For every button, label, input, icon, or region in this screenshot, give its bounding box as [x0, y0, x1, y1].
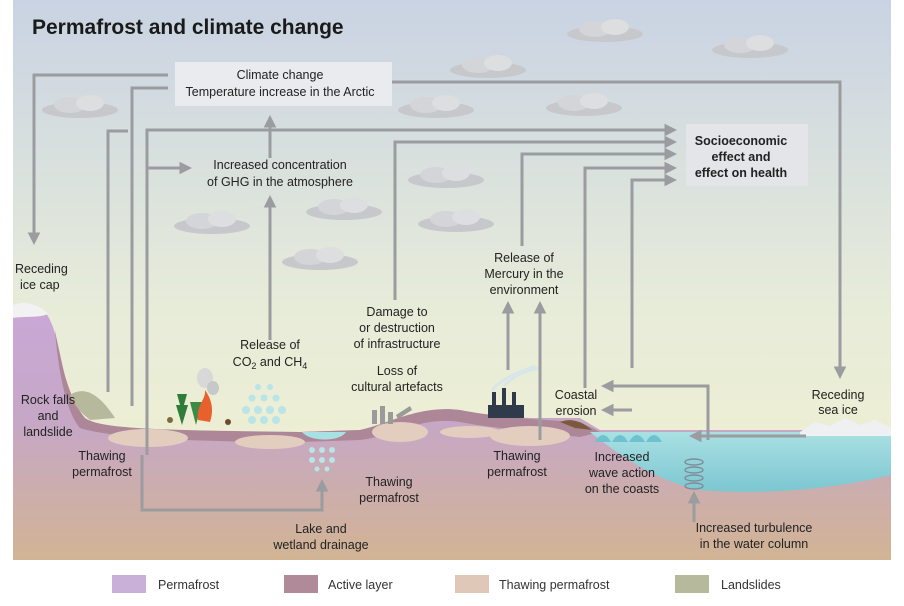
release-co2-label-1: Release of: [240, 338, 300, 352]
turbulence-icon: [684, 458, 704, 490]
rock-falls-label-3: landslide: [23, 425, 72, 439]
climate-change-label: Climate change: [237, 68, 324, 82]
rock-falls-label-1: Rock falls: [21, 393, 75, 407]
socio-label-3: effect on health: [695, 166, 787, 180]
legend-swatch-permafrost: [112, 575, 146, 593]
ghg-label-1: Increased concentration: [213, 158, 346, 172]
factory-icon: [488, 364, 541, 418]
lake-label-1: Lake and: [295, 522, 346, 536]
damage-label-1: Damage to: [366, 305, 427, 319]
sea-ice: [800, 418, 891, 436]
wave-label-1: Increased: [595, 450, 650, 464]
and-ch-text: and CH: [256, 355, 302, 369]
damage-label-3: of infrastructure: [354, 337, 441, 351]
receding-sea-label-1: Receding: [812, 388, 865, 402]
damage-label-2: or destruction: [359, 321, 435, 335]
thawing-mid-label-1: Thawing: [365, 475, 412, 489]
legend: Permafrost Active layer Thawing permafro…: [112, 575, 781, 593]
socio-label-1: Socioeconomic: [695, 134, 787, 148]
waves-icon: [595, 435, 662, 442]
wave-label-3: on the coasts: [585, 482, 659, 496]
forest-fire-icon: [167, 368, 231, 425]
lake-label-2: wetland drainage: [272, 538, 368, 552]
thawing-left-label-1: Thawing: [78, 449, 125, 463]
mercury-label-1: Release of: [494, 251, 554, 265]
coastal-erosion-icon: [560, 420, 592, 430]
legend-label-thawing-permafrost: Thawing permafrost: [499, 578, 610, 592]
ch4-subscript: 4: [302, 361, 307, 371]
legend-label-landslides: Landslides: [721, 578, 781, 592]
ghg-label-2: of GHG in the atmosphere: [207, 175, 353, 189]
gas-bubbles-icon: [242, 384, 286, 424]
legend-label-active-layer: Active layer: [328, 578, 393, 592]
thawing-right-label-1: Thawing: [493, 449, 540, 463]
turbulence-label-1: Increased turbulence: [696, 521, 813, 535]
ruins-icon: [372, 406, 412, 424]
release-co2-label-2: CO2 and CH4: [233, 355, 308, 371]
legend-swatch-landslides: [675, 575, 709, 593]
loss-label-1: Loss of: [377, 364, 418, 378]
temperature-increase-label: Temperature increase in the Arctic: [186, 85, 375, 99]
thawing-mid-label-2: permafrost: [359, 491, 419, 505]
climate-change-box: [175, 62, 392, 106]
rock-falls-label-2: and: [38, 409, 59, 423]
mercury-label-3: environment: [490, 283, 559, 297]
socioeconomic-box: [686, 124, 808, 186]
receding-sea-label-2: sea ice: [818, 403, 858, 417]
receding-ice-cap-label-2: ice cap: [20, 278, 60, 292]
coastal-label-2: erosion: [556, 404, 597, 418]
mercury-label-2: Mercury in the: [484, 267, 563, 281]
thawing-right-label-2: permafrost: [487, 465, 547, 479]
wave-label-2: wave action: [588, 466, 655, 480]
legend-label-permafrost: Permafrost: [158, 578, 220, 592]
loss-label-2: cultural artefacts: [351, 380, 443, 394]
ground-cross-section: [13, 303, 891, 560]
turbulence-label-2: in the water column: [700, 537, 808, 551]
drainage-icon: [309, 447, 335, 472]
legend-swatch-active-layer: [284, 575, 318, 593]
thawing-left-label-2: permafrost: [72, 465, 132, 479]
legend-swatch-thawing-permafrost: [455, 575, 489, 593]
sea: [590, 432, 891, 492]
co2-text: CO: [233, 355, 252, 369]
coastal-label-1: Coastal: [555, 388, 597, 402]
page-title: Permafrost and climate change: [32, 16, 344, 39]
co2-subscript: 2: [251, 361, 256, 371]
receding-ice-cap-label-1: Receding: [15, 262, 68, 276]
socio-label-2: effect and: [711, 150, 770, 164]
arrows: [27, 73, 847, 522]
